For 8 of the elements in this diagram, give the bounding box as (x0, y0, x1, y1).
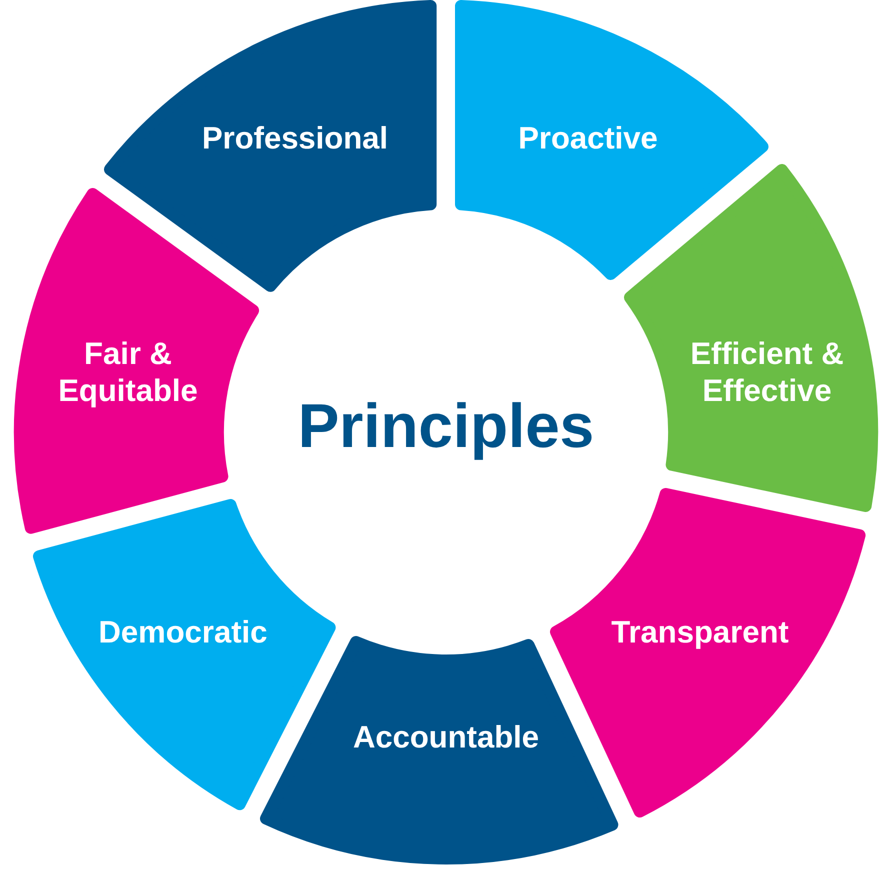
segment-label: Transparent (610, 613, 790, 651)
segment-label: Proactive (517, 119, 659, 157)
segment-label: Accountable (352, 718, 540, 756)
segment-label: Professional (200, 119, 390, 157)
segment-label: Democratic (98, 613, 268, 651)
segment-label: Efficient & Effective (689, 334, 845, 410)
segment-label: Fair & Equitable (57, 334, 199, 410)
center-title: Principles (296, 390, 596, 463)
